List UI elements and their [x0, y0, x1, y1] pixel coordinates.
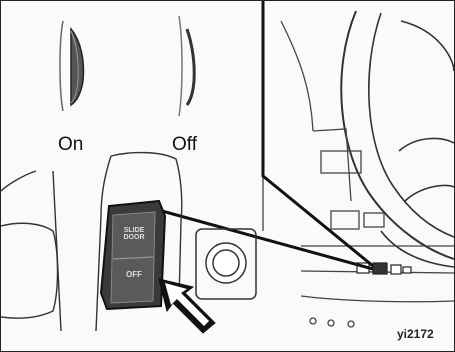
pointer-arrow [159, 279, 215, 333]
switch-on-state [60, 21, 84, 111]
off-label: Off [172, 135, 197, 154]
small-switch-cluster [357, 263, 411, 274]
switch-upper-text: SLIDE DOOR [116, 227, 152, 241]
knob-control [196, 229, 256, 299]
figure-code: yi2172 [397, 328, 434, 340]
switch-off-state [179, 16, 194, 116]
switch-lower-text: OFF [119, 271, 149, 279]
slide-door-switch [101, 201, 165, 309]
on-label: On [58, 135, 83, 154]
